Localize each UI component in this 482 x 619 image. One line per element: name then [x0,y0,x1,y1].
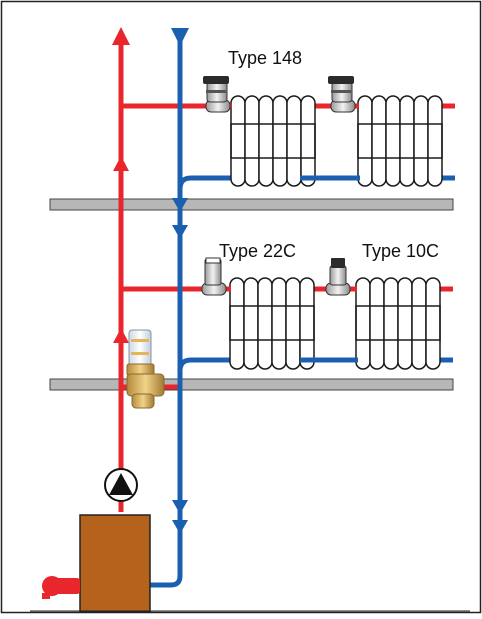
lower-floor-slab [49,378,454,391]
thermostatic-valve-upper-left [203,76,231,113]
radiator-upper-right [357,95,443,187]
circulation-pump-icon [104,468,138,502]
supply-arrows [112,27,130,343]
valve-type-22c [201,257,227,296]
radiator-lower-right [355,277,441,370]
return-arrow-middle [172,225,188,239]
radiator-lower-left [229,277,315,370]
return-arrows [171,28,189,534]
return-arrow-lower [172,500,188,514]
supply-arrow-mid-upper [113,156,129,171]
return-arrow-boiler [172,520,188,534]
return-pipes [150,38,455,588]
radiator-upper-left [230,95,316,187]
supply-arrow-mid-lower [113,328,129,343]
return-radiator-connections [300,175,360,363]
label-type-10c: Type 10C [362,241,439,261]
boiler [79,514,151,613]
thermostatic-valve-upper-right [328,76,356,113]
burner-icon [42,576,80,599]
valve-type-10c [325,258,351,296]
supply-arrow-top [112,27,130,45]
label-type-148: Type 148 [228,48,302,68]
air-vent-separator [126,329,165,409]
return-arrow-upper-floor [172,198,188,212]
return-arrow-top [171,28,189,46]
upper-floor-slab [49,198,454,211]
label-type-22c: Type 22C [219,241,296,261]
